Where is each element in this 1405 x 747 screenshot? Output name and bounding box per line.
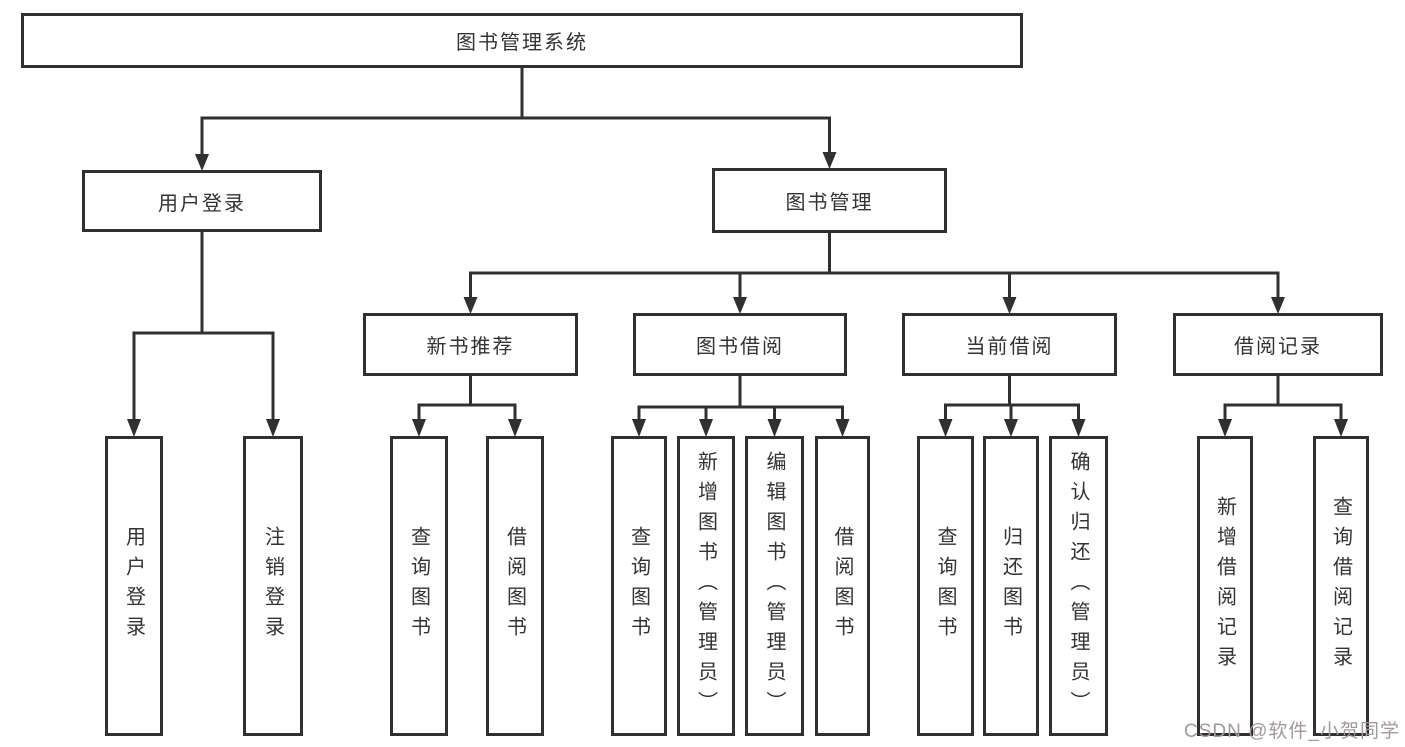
leaf-add-books-admin-label: 新增图书（管理员） bbox=[694, 451, 717, 721]
leaf-logout-label: 注销登录 bbox=[261, 526, 284, 646]
node-book-borrowing: 图书借阅 bbox=[633, 313, 847, 376]
leaf-add-borrow-record-label: 新增借阅记录 bbox=[1213, 496, 1236, 676]
leaf-query-books-recommend-label: 查询图书 bbox=[407, 526, 430, 646]
node-new-book-recommend-label: 新书推荐 bbox=[426, 336, 515, 358]
node-book-management-label: 图书管理 bbox=[785, 192, 874, 214]
node-borrowing-records: 借阅记录 bbox=[1173, 313, 1383, 376]
leaf-edit-books-admin: 编辑图书（管理员） bbox=[745, 436, 804, 736]
leaf-user-login-label: 用户登录 bbox=[122, 526, 145, 646]
leaf-add-books-admin: 新增图书（管理员） bbox=[677, 436, 735, 736]
node-user-login-label: 用户登录 bbox=[158, 192, 246, 215]
leaf-borrow-books-label: 借阅图书 bbox=[831, 526, 853, 646]
leaf-query-books-current: 查询图书 bbox=[917, 436, 974, 736]
leaf-logout: 注销登录 bbox=[243, 436, 303, 736]
leaf-return-books-label: 归还图书 bbox=[999, 526, 1022, 646]
leaf-edit-books-admin-label: 编辑图书（管理员） bbox=[763, 451, 785, 721]
leaf-query-books-current-label: 查询图书 bbox=[934, 526, 956, 646]
node-borrowing-records-label: 借阅记录 bbox=[1234, 336, 1322, 358]
leaf-query-borrow-record-label: 查询借阅记录 bbox=[1329, 496, 1352, 676]
leaf-user-login: 用户登录 bbox=[105, 436, 163, 736]
node-current-borrowing: 当前借阅 bbox=[902, 313, 1117, 376]
leaf-return-books: 归还图书 bbox=[983, 436, 1039, 736]
node-book-borrowing-label: 图书借阅 bbox=[696, 336, 784, 358]
node-current-borrowing-label: 当前借阅 bbox=[965, 336, 1054, 358]
leaf-confirm-return-admin: 确认归还（管理员） bbox=[1049, 436, 1108, 736]
node-new-book-recommend: 新书推荐 bbox=[363, 313, 578, 376]
node-book-management: 图书管理 bbox=[712, 168, 947, 233]
leaf-query-books-borrowing: 查询图书 bbox=[611, 436, 667, 736]
leaf-add-borrow-record: 新增借阅记录 bbox=[1197, 436, 1253, 736]
node-root-label: 图书管理系统 bbox=[456, 32, 588, 54]
leaf-borrow-books-recommend-label: 借阅图书 bbox=[503, 526, 526, 646]
node-root: 图书管理系统 bbox=[21, 13, 1023, 68]
leaf-query-books-recommend: 查询图书 bbox=[390, 436, 448, 736]
node-user-login: 用户登录 bbox=[82, 170, 322, 232]
leaf-confirm-return-admin-label: 确认归还（管理员） bbox=[1067, 451, 1089, 721]
leaf-borrow-books-recommend: 借阅图书 bbox=[486, 436, 544, 736]
leaf-borrow-books: 借阅图书 bbox=[815, 436, 870, 736]
leaf-query-borrow-record: 查询借阅记录 bbox=[1313, 436, 1369, 736]
leaf-query-books-borrowing-label: 查询图书 bbox=[627, 526, 650, 646]
csdn-watermark: CSDN @软件_小贺同学 bbox=[1184, 721, 1400, 742]
